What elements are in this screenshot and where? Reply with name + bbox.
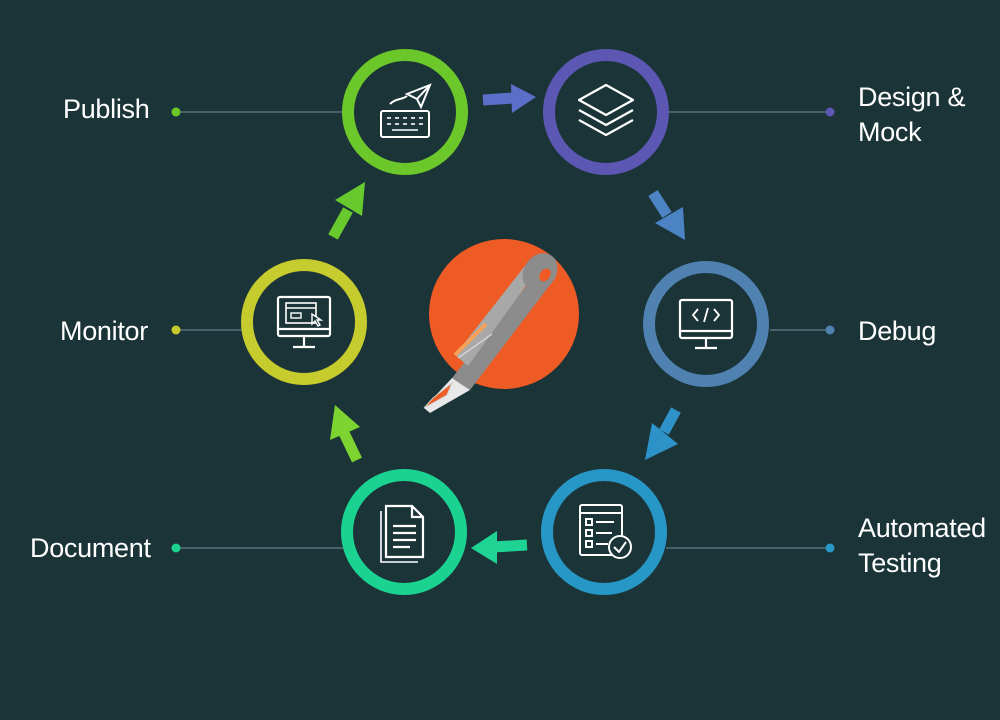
label-automated-testing: Automated Testing bbox=[858, 511, 986, 581]
dot-document bbox=[171, 543, 181, 553]
keyboard-paper-plane-icon bbox=[380, 83, 432, 138]
ring-monitor bbox=[241, 259, 367, 385]
ring-debug bbox=[643, 261, 769, 387]
arrow-publish-to-design bbox=[482, 84, 536, 113]
label-document-text: Document bbox=[30, 533, 151, 563]
label-document: Document bbox=[30, 531, 151, 566]
layers-stack-icon bbox=[577, 83, 635, 137]
label-design-mock: Design & Mock bbox=[858, 80, 965, 150]
label-monitor-text: Monitor bbox=[60, 316, 148, 346]
label-publish-text: Publish bbox=[63, 94, 150, 124]
dot-monitor bbox=[171, 325, 181, 335]
dot-design bbox=[825, 107, 835, 117]
label-monitor: Monitor bbox=[60, 314, 148, 349]
label-debug-text: Debug bbox=[858, 316, 937, 346]
checklist-icon bbox=[579, 504, 632, 559]
label-debug: Debug bbox=[858, 314, 936, 349]
postman-rocket-logo-icon bbox=[423, 239, 579, 413]
label-testing-line1: Automated bbox=[858, 513, 986, 543]
dot-publish bbox=[171, 107, 181, 117]
arrow-monitor-to-publish bbox=[328, 182, 365, 240]
arrow-debug-to-testing bbox=[645, 407, 681, 460]
label-publish: Publish bbox=[63, 92, 150, 127]
dot-debug bbox=[825, 325, 835, 335]
label-design-line2: Mock bbox=[858, 117, 922, 147]
dot-testing bbox=[825, 543, 835, 553]
arrow-design-to-debug bbox=[648, 190, 685, 240]
label-design-line1: Design & bbox=[858, 82, 966, 112]
connector-lines bbox=[176, 111, 830, 549]
arrow-document-to-monitor bbox=[330, 405, 362, 463]
ring-design bbox=[543, 49, 669, 175]
desktop-browser-icon bbox=[276, 295, 332, 349]
code-monitor-icon bbox=[678, 298, 734, 350]
document-icon bbox=[380, 504, 425, 563]
arrow-testing-to-document bbox=[471, 531, 528, 564]
label-testing-line2: Testing bbox=[858, 548, 942, 578]
